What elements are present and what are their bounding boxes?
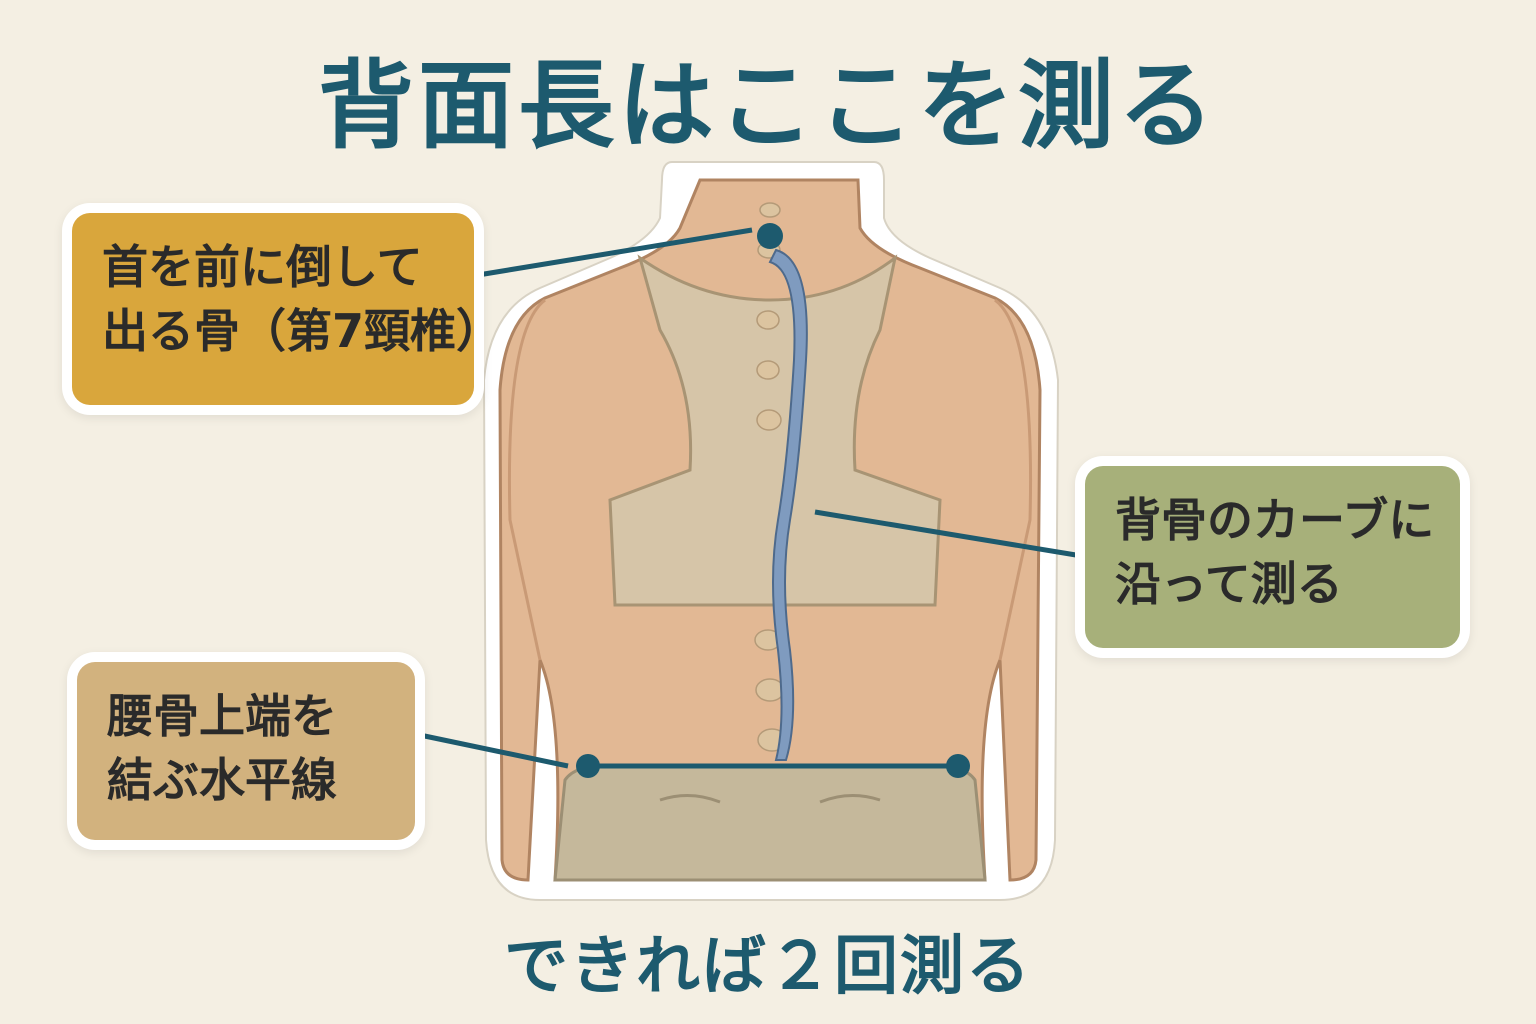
hip-label-line1: 腰骨上端を (107, 689, 337, 743)
curve-label-line1: 背骨のカーブに (1115, 493, 1435, 547)
pants (553, 763, 987, 882)
measuring-tape (768, 248, 808, 761)
curve-label-line2: 沿って測る (1115, 557, 1343, 612)
hip-point-right (946, 754, 970, 778)
c7-point (757, 223, 783, 249)
neck-label-line2: 出る骨（第7頸椎） (102, 304, 503, 359)
footer-note: できれば２回測る (504, 930, 1032, 1004)
neck-leader (471, 227, 753, 279)
label-hip-line: 腰骨上端を 結ぶ水平線 (77, 662, 415, 840)
neck-label-line1: 首を前に倒して (102, 240, 423, 294)
label-spine-curve: 背骨のカーブに 沿って測る (1085, 466, 1460, 648)
hip-leader (414, 731, 569, 769)
page-title: 背面長はここを測る (318, 50, 1218, 162)
label-neck-bone: 首を前に倒して 出る骨（第7頸椎） (72, 213, 503, 405)
hip-label-line2: 結ぶ水平線 (107, 753, 337, 808)
curve-leader (814, 509, 1083, 559)
hip-point-left (576, 754, 600, 778)
